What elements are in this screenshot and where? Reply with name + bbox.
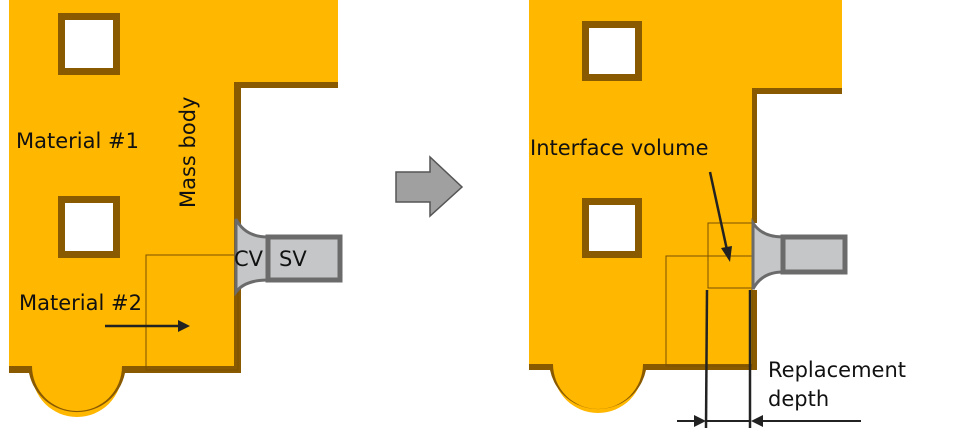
label-interface-volume: Interface volume — [530, 136, 709, 160]
label-cv: CV — [234, 247, 264, 271]
right-sv — [780, 234, 848, 275]
label-replacement: Replacement — [768, 358, 906, 382]
transform-arrow-icon — [395, 155, 464, 218]
interface-arrow — [708, 171, 729, 251]
right-mass-region-outline — [665, 255, 753, 367]
left-sv — [265, 234, 343, 283]
label-material1: Material #1 — [16, 129, 139, 153]
right-mass-body — [529, 0, 842, 413]
left-mass-body — [9, 0, 338, 417]
dimension-arrowhead-left-icon — [694, 415, 706, 427]
interface-arrowhead-icon — [721, 246, 732, 262]
dimension-arrowhead-right-icon — [751, 415, 763, 427]
left-model: Material #1 Material #2 Mass body CV SV — [9, 0, 343, 417]
label-depth: depth — [768, 387, 829, 411]
right-cv — [751, 217, 785, 290]
label-sv: SV — [279, 247, 307, 271]
right-model: Interface volume Replacement depth — [529, 0, 906, 429]
label-mass-body: Mass body — [176, 97, 200, 208]
dimension-line-left — [704, 289, 709, 429]
material2-arrowhead-icon — [178, 320, 190, 332]
label-material2: Material #2 — [19, 291, 142, 315]
left-mass-region-outline — [145, 254, 239, 371]
